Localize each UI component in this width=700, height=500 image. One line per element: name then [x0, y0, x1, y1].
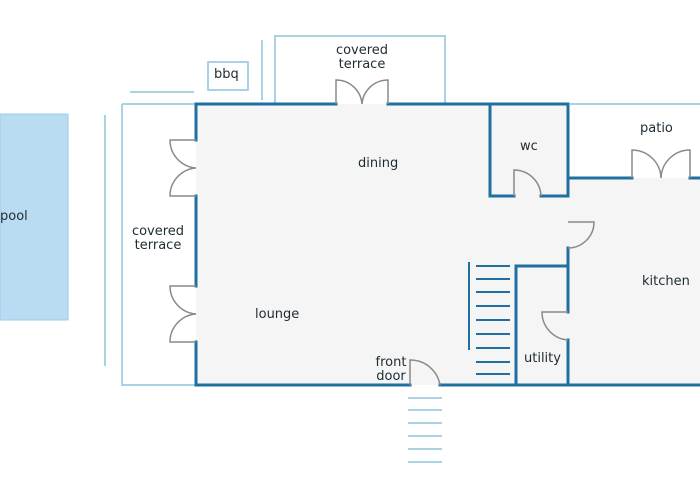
covered-terrace-top-label: covered terrace: [332, 44, 392, 72]
covered-terrace-left-line1: covered: [131, 224, 185, 239]
wc-label: wc: [520, 139, 538, 154]
staircase: [468, 262, 510, 375]
doors: [169, 79, 691, 386]
dining-label: dining: [358, 156, 399, 171]
covered-terrace-left-label: covered terrace: [128, 225, 188, 253]
patio-label: patio: [640, 121, 673, 136]
front-door-label: front door: [370, 356, 412, 384]
walls: [194, 102, 700, 387]
pool: [0, 113, 69, 321]
interior-floor: [196, 104, 700, 385]
lounge-label: lounge: [255, 307, 300, 322]
kitchen-label: kitchen: [642, 274, 690, 289]
entry-steps: [408, 397, 442, 463]
covered-terrace-top-line1: covered: [335, 43, 389, 58]
outdoor-outlines: [104, 35, 700, 386]
front-door-line2: door: [376, 369, 406, 384]
utility-label: utility: [524, 351, 561, 366]
covered-terrace-left-line2: terrace: [134, 238, 182, 253]
front-door-line1: front: [375, 355, 407, 370]
pool-label: pool: [0, 209, 28, 224]
bbq-label: bbq: [214, 67, 239, 82]
covered-terrace-top-line2: terrace: [338, 57, 386, 72]
